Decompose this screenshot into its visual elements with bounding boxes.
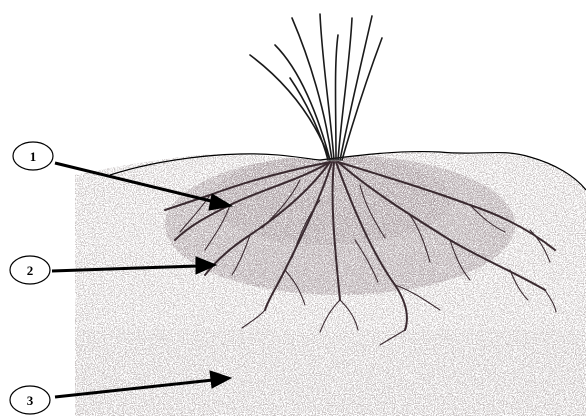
callout-1: 1 — [13, 142, 53, 170]
subsoil-band — [75, 330, 586, 416]
callout-3-label: 3 — [27, 393, 34, 408]
grass-blades — [250, 14, 382, 160]
soil-body — [75, 150, 586, 416]
callout-1-label: 1 — [30, 149, 37, 164]
callout-2-label: 2 — [27, 263, 34, 278]
callout-3: 3 — [10, 386, 50, 414]
callout-2: 2 — [10, 256, 50, 284]
